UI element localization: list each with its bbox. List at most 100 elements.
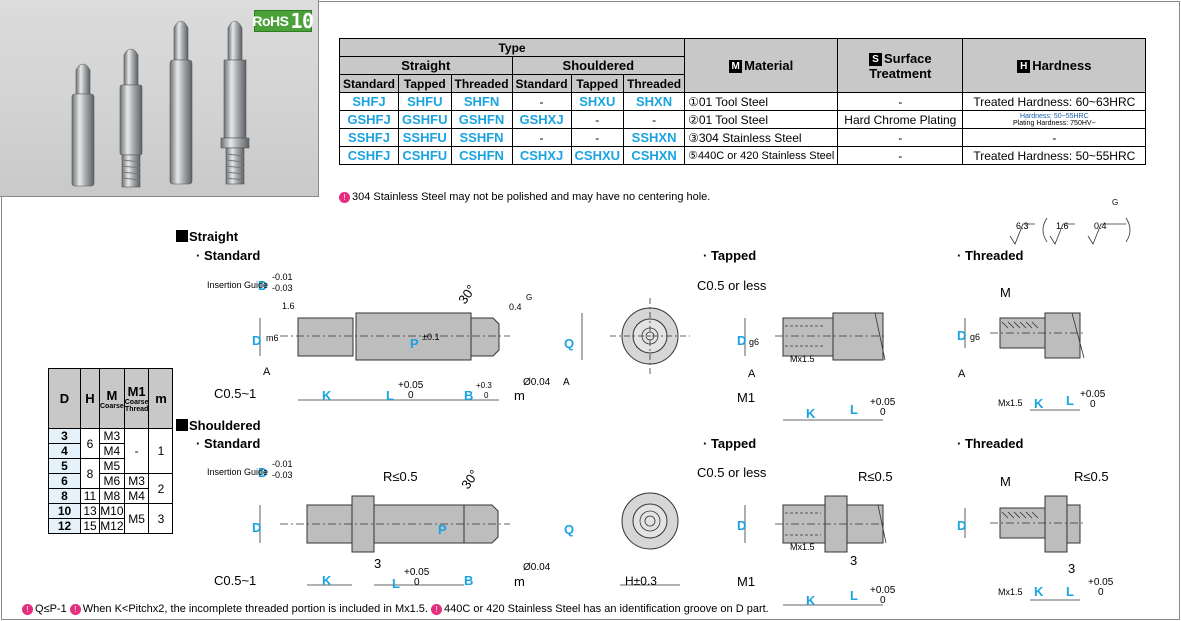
cell-m: M3 <box>99 428 125 444</box>
part-code[interactable]: CSHXN <box>623 146 686 165</box>
ltol0-sh: 0 <box>414 577 420 588</box>
r-label-threaded: R≤0.5 <box>1074 469 1109 484</box>
part-code[interactable]: CSHXU <box>570 146 625 165</box>
cell-msmall: 1 <box>148 428 174 474</box>
part-code[interactable]: GSHFJ <box>338 110 400 129</box>
label-p-straight: P <box>410 336 419 351</box>
label-d-insertion: D <box>258 278 267 293</box>
m-label: m <box>514 388 525 403</box>
label-k-threaded-sh: K <box>1034 584 1044 599</box>
ltol0-tapped: 0 <box>880 407 886 418</box>
cell-d: 3 <box>48 428 81 444</box>
h-label: H±0.3 <box>625 574 657 588</box>
ltol-tapped-sh: +0.05 <box>870 585 896 596</box>
datum-a-threaded: A <box>958 368 966 380</box>
c05-label-sh: C0.5~1 <box>214 573 256 588</box>
col-h: H <box>80 368 100 429</box>
label-q-shouldered: Q <box>564 522 574 537</box>
part-code[interactable]: CSHFU <box>398 146 452 165</box>
surface-cell: Hard Chrome Plating <box>837 110 964 129</box>
datum-a-tapped: A <box>748 368 756 380</box>
cell-h: 8 <box>80 458 100 489</box>
straight-standard-title: · Standard <box>196 248 261 263</box>
pin-b-end <box>470 317 500 357</box>
tol-up: -0.01 <box>272 272 293 282</box>
m-label-sh: m <box>514 574 525 589</box>
three-label: 3 <box>374 556 381 571</box>
label-d-shouldered: D <box>252 520 261 535</box>
label-d-straight: D <box>252 333 261 348</box>
roughness-g: G <box>1112 198 1118 207</box>
mx-threaded-sh: Mx1.5 <box>998 587 1023 597</box>
geo-tolerance: Ø0.04 <box>523 377 551 388</box>
ltol0-tapped-sh: 0 <box>880 595 886 606</box>
ltol-threaded-sh: +0.05 <box>1088 577 1114 588</box>
part-code[interactable]: GSHFN <box>450 110 513 129</box>
footer-notes: !Q≤P-1 !When K<Pitchx2, the incomplete t… <box>22 603 769 615</box>
part-code[interactable]: CSHFN <box>450 146 513 165</box>
part-code[interactable]: CSHXJ <box>511 146 572 165</box>
straight-tapped-title: · Tapped <box>703 248 757 263</box>
cell-m: M6 <box>99 473 125 489</box>
cell-d: 4 <box>48 443 81 459</box>
straight-threaded-title: · Threaded <box>957 248 1024 263</box>
pins-illustration <box>71 20 250 188</box>
label-b-straight: B <box>464 388 473 403</box>
cell-h: 11 <box>80 488 100 504</box>
pin-p-body <box>355 312 472 361</box>
r-label: R≤0.5 <box>383 469 418 484</box>
table-row: SSHFJ SSHFU SSHFN - - SSHXN ③304 Stainle… <box>338 128 1147 147</box>
label-k-tapped-sh: K <box>806 593 816 608</box>
datum-a-ref: A <box>563 377 570 388</box>
m-thread-label-sh: M <box>1000 474 1011 489</box>
angle-30: 30° <box>455 282 479 307</box>
label-b-shouldered: B <box>464 573 473 588</box>
shouldered-threaded-title: · Threaded <box>957 436 1024 451</box>
ltol-tapped: +0.05 <box>870 397 896 408</box>
ltol0-threaded-sh: 0 <box>1098 587 1104 598</box>
btol: +0.3 <box>476 381 492 390</box>
roughness-a: 6.3 <box>1016 221 1029 231</box>
table-row: 3 6 M3 - 1 <box>48 428 174 474</box>
part-code[interactable]: CSHFJ <box>338 146 400 165</box>
bulb-icon: ! <box>431 604 443 615</box>
shouldered-title: Shouldered <box>176 418 261 433</box>
roughness-c: 0.4 <box>1094 221 1107 231</box>
label-d-tapped-sh: D <box>737 518 746 533</box>
table-row: 6 M6 M3 2 <box>48 473 174 504</box>
label-l-shouldered: L <box>392 576 400 591</box>
label-d-threaded: D <box>957 328 966 343</box>
part-code[interactable]: SHXU <box>570 92 625 111</box>
shouldered-tapped-title: · Tapped <box>703 436 757 451</box>
r-label-tapped: R≤0.5 <box>858 469 893 484</box>
cell-h: 13 <box>80 503 100 519</box>
straight-header: Straight <box>339 56 513 75</box>
roughness-04: 0.4 <box>509 302 522 312</box>
part-code: - <box>511 128 572 147</box>
label-p-shouldered: P <box>438 522 447 537</box>
label-k-shouldered: K <box>322 573 332 588</box>
cell-d: 6 <box>48 473 81 489</box>
tol-up-sh: -0.01 <box>272 459 293 469</box>
label-l-tapped-sh: L <box>850 588 858 603</box>
cell-m: M5 <box>99 458 125 474</box>
label-k-tapped: K <box>806 406 816 421</box>
part-code[interactable]: SSHFU <box>398 128 452 147</box>
ltol0-threaded: 0 <box>1090 399 1096 410</box>
part-code[interactable]: SSHXN <box>623 128 686 147</box>
part-code[interactable]: SSHFN <box>450 128 513 147</box>
dg6-threaded: g6 <box>970 332 980 342</box>
label-l-threaded-sh: L <box>1066 584 1074 599</box>
m1-label-sh: M1 <box>737 574 755 589</box>
cell-d: 12 <box>48 518 81 534</box>
table-row: GSHFJ GSHFU GSHFN GSHXJ - - ②01 Tool Ste… <box>338 110 1147 129</box>
part-code[interactable]: GSHFU <box>398 110 452 129</box>
part-code[interactable]: GSHXJ <box>511 110 572 129</box>
ptol: ±0.1 <box>422 332 439 342</box>
